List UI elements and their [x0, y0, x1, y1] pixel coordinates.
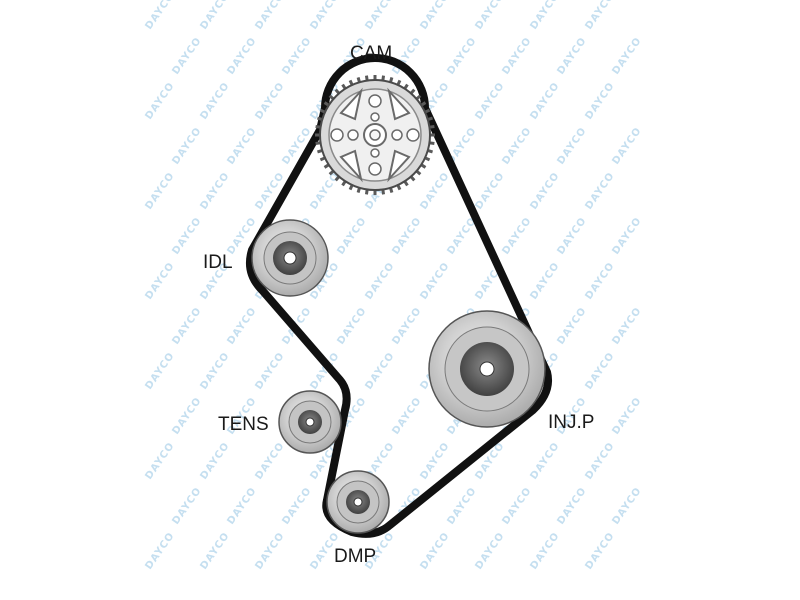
- label-dmp: DMP: [334, 546, 376, 567]
- watermark-text: DAYCO: [473, 170, 507, 211]
- watermark-text: DAYCO: [390, 395, 424, 436]
- watermark-text: DAYCO: [418, 170, 452, 211]
- watermark-text: DAYCO: [610, 305, 644, 346]
- watermark-text: DAYCO: [198, 530, 232, 571]
- timing-belt: [246, 54, 552, 538]
- watermark-text: DAYCO: [308, 170, 342, 211]
- watermark-text: DAYCO: [225, 35, 259, 76]
- watermark-text: DAYCO: [308, 0, 342, 32]
- watermark-text: DAYCO: [555, 215, 589, 256]
- watermark-text: DAYCO: [253, 0, 287, 32]
- watermark-text: DAYCO: [528, 440, 562, 481]
- watermark-text: DAYCO: [363, 350, 397, 391]
- watermark-text: DAYCO: [253, 440, 287, 481]
- watermark-text: DAYCO: [473, 0, 507, 32]
- watermark-text: DAYCO: [528, 80, 562, 121]
- watermark-text: DAYCO: [583, 350, 617, 391]
- watermark-text: DAYCO: [198, 80, 232, 121]
- watermark-text: DAYCO: [170, 125, 204, 166]
- watermark-text: DAYCO: [610, 485, 644, 526]
- watermark-text: DAYCO: [198, 350, 232, 391]
- watermark-text: DAYCO: [170, 305, 204, 346]
- watermark-text: DAYCO: [583, 260, 617, 301]
- watermark-text: DAYCO: [198, 440, 232, 481]
- watermark-text: DAYCO: [418, 530, 452, 571]
- watermark-text: DAYCO: [610, 35, 644, 76]
- watermark-text: DAYCO: [225, 305, 259, 346]
- watermark-text: DAYCO: [363, 260, 397, 301]
- watermark-text: DAYCO: [583, 80, 617, 121]
- label-idl: IDL: [203, 252, 233, 273]
- tensioner-pulley: [278, 390, 342, 454]
- cam-sprocket: [315, 75, 435, 195]
- watermark-text: DAYCO: [583, 0, 617, 32]
- watermark-text: DAYCO: [500, 215, 534, 256]
- watermark-text: DAYCO: [198, 170, 232, 211]
- watermark-text: DAYCO: [335, 215, 369, 256]
- watermark-text: DAYCO: [445, 485, 479, 526]
- watermark-text: DAYCO: [610, 125, 644, 166]
- watermark-text: DAYCO: [500, 125, 534, 166]
- watermark-text: DAYCO: [143, 170, 177, 211]
- watermark-text: DAYCO: [528, 260, 562, 301]
- damper-pulley: [326, 470, 390, 534]
- watermark-text: DAYCO: [170, 215, 204, 256]
- watermark-text: DAYCO: [253, 80, 287, 121]
- watermark-text: DAYCO: [583, 440, 617, 481]
- watermark-text: DAYCO: [473, 80, 507, 121]
- watermark-text: DAYCO: [610, 395, 644, 436]
- watermark-text: DAYCO: [390, 215, 424, 256]
- watermark-text: DAYCO: [555, 305, 589, 346]
- watermark-text: DAYCO: [528, 0, 562, 32]
- watermark-text: DAYCO: [170, 35, 204, 76]
- watermark-text: DAYCO: [555, 485, 589, 526]
- watermark-text: DAYCO: [170, 395, 204, 436]
- watermark-text: DAYCO: [143, 0, 177, 32]
- label-tens: TENS: [218, 414, 269, 435]
- watermark-text: DAYCO: [143, 350, 177, 391]
- watermark-text: DAYCO: [473, 530, 507, 571]
- watermark-text: DAYCO: [363, 0, 397, 32]
- label-cam: CAM: [350, 43, 392, 64]
- watermark-text: DAYCO: [418, 0, 452, 32]
- watermark-text: DAYCO: [583, 170, 617, 211]
- watermark-text: DAYCO: [555, 35, 589, 76]
- watermark-text: DAYCO: [418, 260, 452, 301]
- watermark-text: DAYCO: [610, 215, 644, 256]
- watermark-text: DAYCO: [555, 125, 589, 166]
- watermark-text: DAYCO: [280, 35, 314, 76]
- watermark-text: DAYCO: [500, 485, 534, 526]
- idler-pulley: [251, 219, 329, 297]
- watermark-text: DAYCO: [143, 80, 177, 121]
- watermark-text: DAYCO: [143, 440, 177, 481]
- cam-sprocket-spokes: [339, 87, 411, 183]
- watermark-text: DAYCO: [225, 485, 259, 526]
- watermark-text: DAYCO: [528, 170, 562, 211]
- watermark-text: DAYCO: [143, 260, 177, 301]
- watermark-text: DAYCO: [335, 305, 369, 346]
- watermark-text: DAYCO: [143, 530, 177, 571]
- watermark-text: DAYCO: [198, 0, 232, 32]
- watermark-text: DAYCO: [225, 125, 259, 166]
- watermark-text: DAYCO: [445, 35, 479, 76]
- watermark-text: DAYCO: [280, 485, 314, 526]
- watermark-text: DAYCO: [390, 305, 424, 346]
- label-injp: INJ.P: [548, 412, 594, 433]
- watermark-text: DAYCO: [253, 530, 287, 571]
- watermark-text: DAYCO: [583, 530, 617, 571]
- watermark-text: DAYCO: [170, 485, 204, 526]
- watermark-text: DAYCO: [500, 35, 534, 76]
- watermark-text: DAYCO: [528, 530, 562, 571]
- watermark-text: DAYCO: [253, 350, 287, 391]
- injection-pump-pulley: [428, 310, 546, 428]
